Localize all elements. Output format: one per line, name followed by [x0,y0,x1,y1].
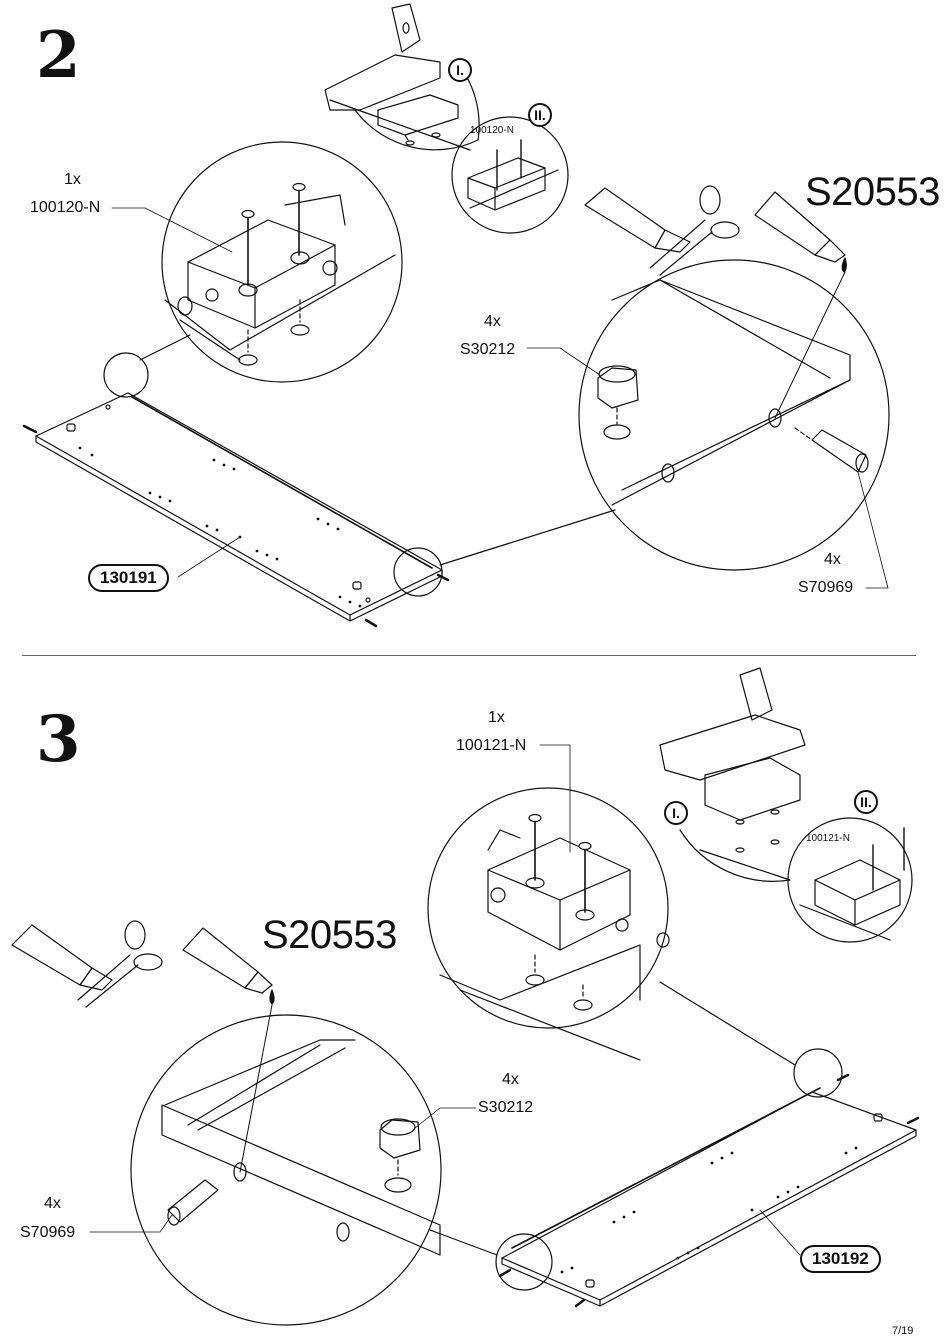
step2-cam-code: S30212 [460,341,516,358]
step3-panel-code: 130192 [800,1245,881,1273]
step3-drawing [11,667,920,1326]
step-2-number: 2 [36,18,81,93]
panel-130192 [498,1073,920,1308]
step2-bracket-qty: 1x [64,171,81,188]
detail-marker-circle [103,352,149,398]
step2-bracket-code: 100120-N [30,199,101,216]
step3-label-I: I. [664,801,688,825]
step2-dowel-code: S70969 [798,579,854,596]
glue-tube-scissors-2 [584,185,847,276]
inset-hammer-I-3 [659,667,806,882]
step-divider [22,655,916,656]
inset-screw-II [451,116,569,234]
step3-dowel-qty: 4x [44,1195,61,1212]
inset-hammer-I [324,3,480,151]
zoom-bracket-100120 [111,141,403,383]
step3-cam-qty: 4x [502,1071,519,1088]
step3-inset-code: 100121-N [806,833,850,844]
step2-label-I: I. [448,58,472,82]
zoom-bracket-100121 [427,744,670,1061]
glue-tube-scissors-3 [11,920,275,1008]
step2-cam-qty: 4x [484,313,501,330]
inset-screw-II-3 [787,817,913,943]
step3-label-II: II. [854,790,878,814]
step2-glue-code: S20553 [805,170,940,214]
step2-inset-code: 100120-N [470,125,514,136]
step3-bracket-qty: 1x [488,709,505,726]
step3-dowel-code: S70969 [20,1224,76,1241]
step2-dowel-qty: 4x [824,551,841,568]
zoom-panel-edge-3 [89,1004,477,1326]
step2-drawing [22,3,890,628]
panel-130191 [22,392,450,628]
step3-bracket-code: 100121-N [456,737,527,754]
page-number: 7/19 [892,1325,914,1337]
step-3-number: 3 [36,702,81,777]
step3-glue-code: S20553 [262,913,397,957]
zoom-panel-edge-2 [526,259,890,589]
step3-cam-code: S30212 [478,1099,534,1116]
step2-panel-code: 130191 [88,564,169,592]
step2-label-II: II. [528,103,552,127]
